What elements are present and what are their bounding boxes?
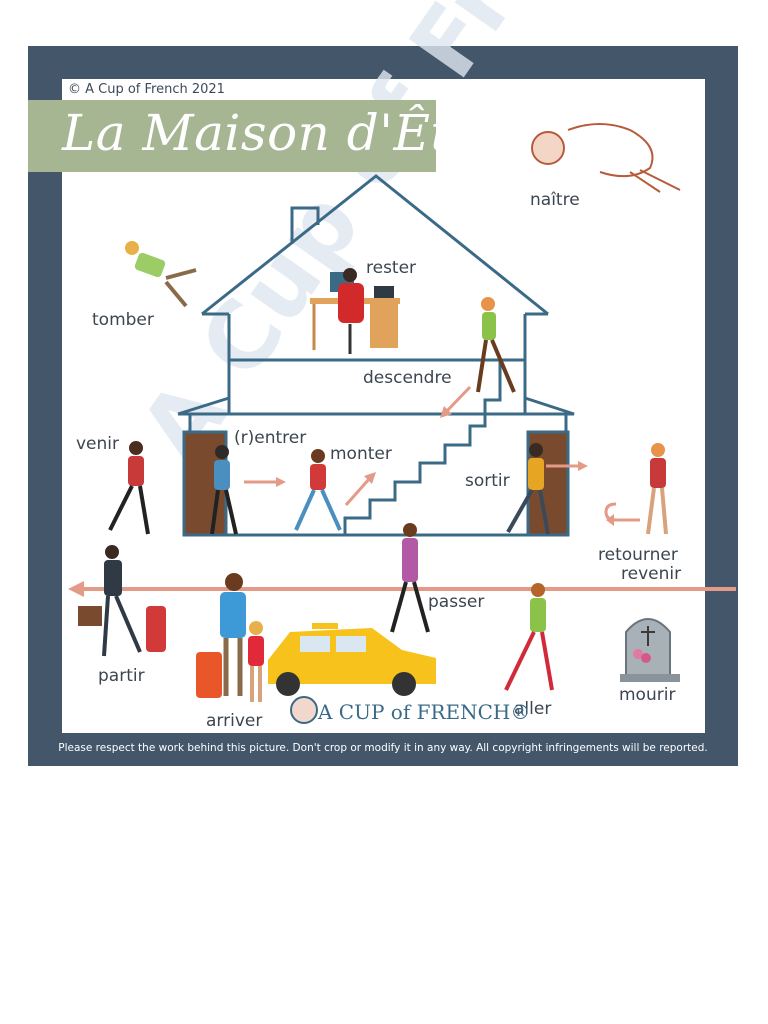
verb-label-mourir: mourir xyxy=(619,685,676,705)
verb-label-retourner: retourner xyxy=(598,545,678,565)
descendre-arrow xyxy=(444,385,472,414)
stork-illustration xyxy=(531,123,681,193)
staircase xyxy=(343,360,502,535)
verb-label-aller: aller xyxy=(514,699,552,719)
action-arrows xyxy=(244,385,640,526)
verb-label-partir: partir xyxy=(98,666,145,686)
verb-label-revenir: revenir xyxy=(621,564,682,584)
copyright-notice: Please respect the work behind this pict… xyxy=(58,742,708,754)
roof-line xyxy=(201,174,549,316)
brand-logo-text: A CUP of FRENCH® xyxy=(318,700,531,724)
illustration-panel xyxy=(62,79,705,733)
logo-badge-icon xyxy=(290,696,318,724)
verb-label-tomber: tomber xyxy=(92,310,154,330)
verb-label-descendre: descendre xyxy=(363,368,452,388)
taxi-car xyxy=(268,623,436,696)
verb-label-arriver: arriver xyxy=(206,711,263,731)
page-title: La Maison d'Être xyxy=(62,104,506,162)
verb-label-monter: monter xyxy=(330,444,392,464)
chimney xyxy=(290,206,320,244)
tombstone xyxy=(620,618,680,682)
people-figures xyxy=(78,241,668,702)
verb-label-rester: rester xyxy=(366,258,417,278)
verb-label-naitre: naître xyxy=(530,190,580,210)
monter-arrow xyxy=(344,477,372,506)
verb-label-passer: passer xyxy=(428,592,485,612)
verb-label-sortir: sortir xyxy=(465,471,510,491)
copyright-text: © A Cup of French 2021 xyxy=(68,82,225,97)
lower-roof-right xyxy=(524,396,575,416)
title-band xyxy=(28,100,436,172)
passer-arrow-head xyxy=(68,581,84,597)
verb-label-rentrer: (r)entrer xyxy=(234,428,307,448)
desk-scene xyxy=(310,268,400,354)
verb-label-venir: venir xyxy=(76,434,120,454)
house-outline xyxy=(177,174,575,537)
lower-roof-left xyxy=(177,395,231,416)
